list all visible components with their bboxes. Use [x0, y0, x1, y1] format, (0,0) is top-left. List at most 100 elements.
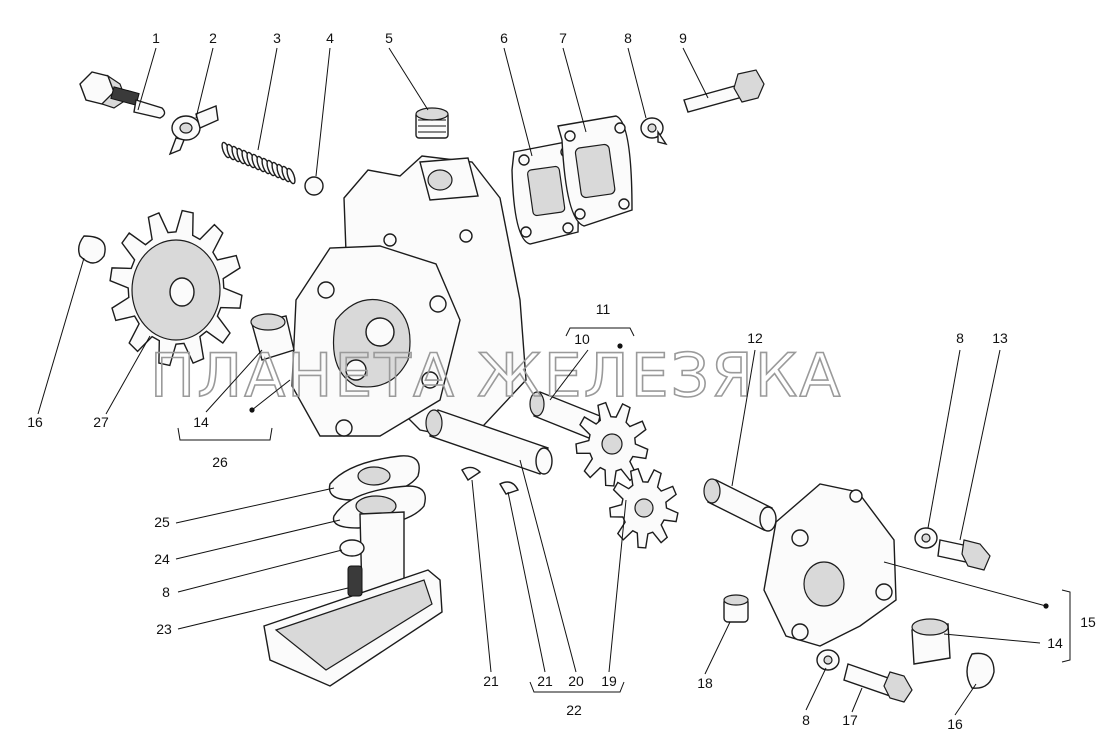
- leader-c24: [175, 519, 341, 560]
- part-27-sprocket: [109, 209, 243, 367]
- part-3-spring: [221, 141, 296, 185]
- callout-c10: 10: [574, 331, 590, 347]
- callout-c9: 9: [679, 30, 687, 46]
- part-12-pin: [703, 478, 777, 532]
- part-20-shaft: [425, 409, 553, 475]
- group-bracket-1: [177, 427, 273, 441]
- callout-c6: 6: [500, 30, 508, 46]
- gear-hub-upper: [601, 433, 623, 455]
- part-13-bolt: [937, 539, 991, 571]
- part-8-washer-strainer: [339, 539, 365, 557]
- leader-c19: [608, 499, 627, 673]
- pump-housing: [291, 155, 527, 441]
- assembly-dot-1: [1043, 603, 1049, 609]
- part-2-lock-washer: [168, 105, 219, 156]
- leader-c8b: [927, 349, 961, 529]
- watermark: ПЛАНЕТА ЖЕЛЕЗЯКА: [150, 341, 842, 411]
- leader-c13: [959, 349, 1001, 541]
- callout-c1: 1: [152, 30, 160, 46]
- part-8-washer-right: [914, 527, 938, 549]
- callout-c21a: 21: [483, 673, 499, 689]
- callout-c2: 2: [209, 30, 217, 46]
- part-14-bushing-right: [911, 618, 951, 665]
- leader-c7: [562, 47, 587, 133]
- callout-c25: 25: [154, 514, 170, 530]
- assembly-dot-0: [249, 407, 255, 413]
- part-4-ball: [304, 176, 324, 196]
- group-bracket-0: [565, 327, 635, 337]
- leader-c17: [851, 687, 863, 713]
- callout-c20: 20: [568, 673, 584, 689]
- group-bracket-3: [1061, 589, 1071, 663]
- callout-c8b: 8: [956, 330, 964, 346]
- leader-lines: [37, 47, 1071, 716]
- leader-c10: [549, 349, 589, 401]
- assembly-dot-2: [617, 343, 623, 349]
- part-16-snap-ring-left: [77, 235, 106, 264]
- part-16-snap-ring-right: [966, 652, 995, 689]
- callout-c12: 12: [747, 330, 763, 346]
- leader-c12: [731, 349, 756, 487]
- leader-c27: [105, 335, 151, 415]
- group-bracket-2: [529, 681, 625, 693]
- gear-hub-lower: [634, 498, 654, 518]
- callout-c4: 4: [326, 30, 334, 46]
- leader-c18: [704, 621, 731, 675]
- callout-c17: 17: [842, 712, 858, 728]
- leader-c14b: [943, 633, 1041, 644]
- callout-c13: 13: [992, 330, 1008, 346]
- callout-c24: 24: [154, 551, 170, 567]
- part-8-washer-top: [640, 117, 668, 146]
- part-21-key-left: [461, 466, 482, 481]
- leader-c6: [503, 47, 533, 157]
- callout-c8a: 8: [624, 30, 632, 46]
- leader-c16a: [37, 257, 85, 415]
- callout-c11: 11: [596, 301, 611, 317]
- callout-c7: 7: [559, 30, 567, 46]
- leader-c9: [682, 47, 709, 99]
- callout-c23: 23: [156, 621, 172, 637]
- leader-c25: [175, 487, 335, 524]
- callout-c22: 22: [566, 702, 582, 718]
- part-5-threaded-plug: [415, 107, 449, 139]
- callout-c8d: 8: [802, 712, 810, 728]
- leader-c21a: [471, 479, 492, 673]
- part-15-cover: [763, 483, 897, 647]
- part-18-bushing: [723, 594, 749, 623]
- part-6-gasket: [511, 141, 579, 245]
- part-8-washer-bottom: [816, 649, 840, 671]
- leader-c14a: [205, 349, 263, 413]
- leader-c1: [137, 47, 157, 111]
- leader-c4: [315, 47, 331, 177]
- part-7-flange-plate: [557, 115, 633, 227]
- assembly-leader-0: [251, 379, 291, 411]
- part-9-bolt: [683, 69, 765, 113]
- leader-c21b: [507, 491, 546, 673]
- assembly-leader-1: [883, 561, 1047, 607]
- callout-c16b: 16: [947, 716, 963, 732]
- callout-c21b: 21: [537, 673, 553, 689]
- part-17-bolt: [843, 663, 913, 703]
- callout-c3: 3: [273, 30, 281, 46]
- part-21-key-right: [499, 481, 519, 495]
- callout-c14b: 14: [1047, 635, 1063, 651]
- leader-c5: [388, 47, 429, 111]
- leader-c8a: [627, 47, 647, 119]
- callout-c15: 15: [1080, 614, 1096, 630]
- part-1-plug-bolt: [79, 71, 166, 119]
- callout-c8c: 8: [162, 584, 170, 600]
- leader-c2: [195, 47, 214, 119]
- leader-c3: [257, 47, 278, 151]
- callout-c26: 26: [212, 454, 228, 470]
- callout-c5: 5: [385, 30, 393, 46]
- leader-c16b: [954, 683, 977, 716]
- part-23-strainer: [263, 565, 443, 687]
- part-14-bushing-left: [250, 313, 295, 361]
- part-24-flange-tube: [332, 485, 426, 597]
- spring-coil: [286, 167, 296, 185]
- callout-c14a: 14: [193, 414, 209, 430]
- leader-c20: [519, 459, 577, 673]
